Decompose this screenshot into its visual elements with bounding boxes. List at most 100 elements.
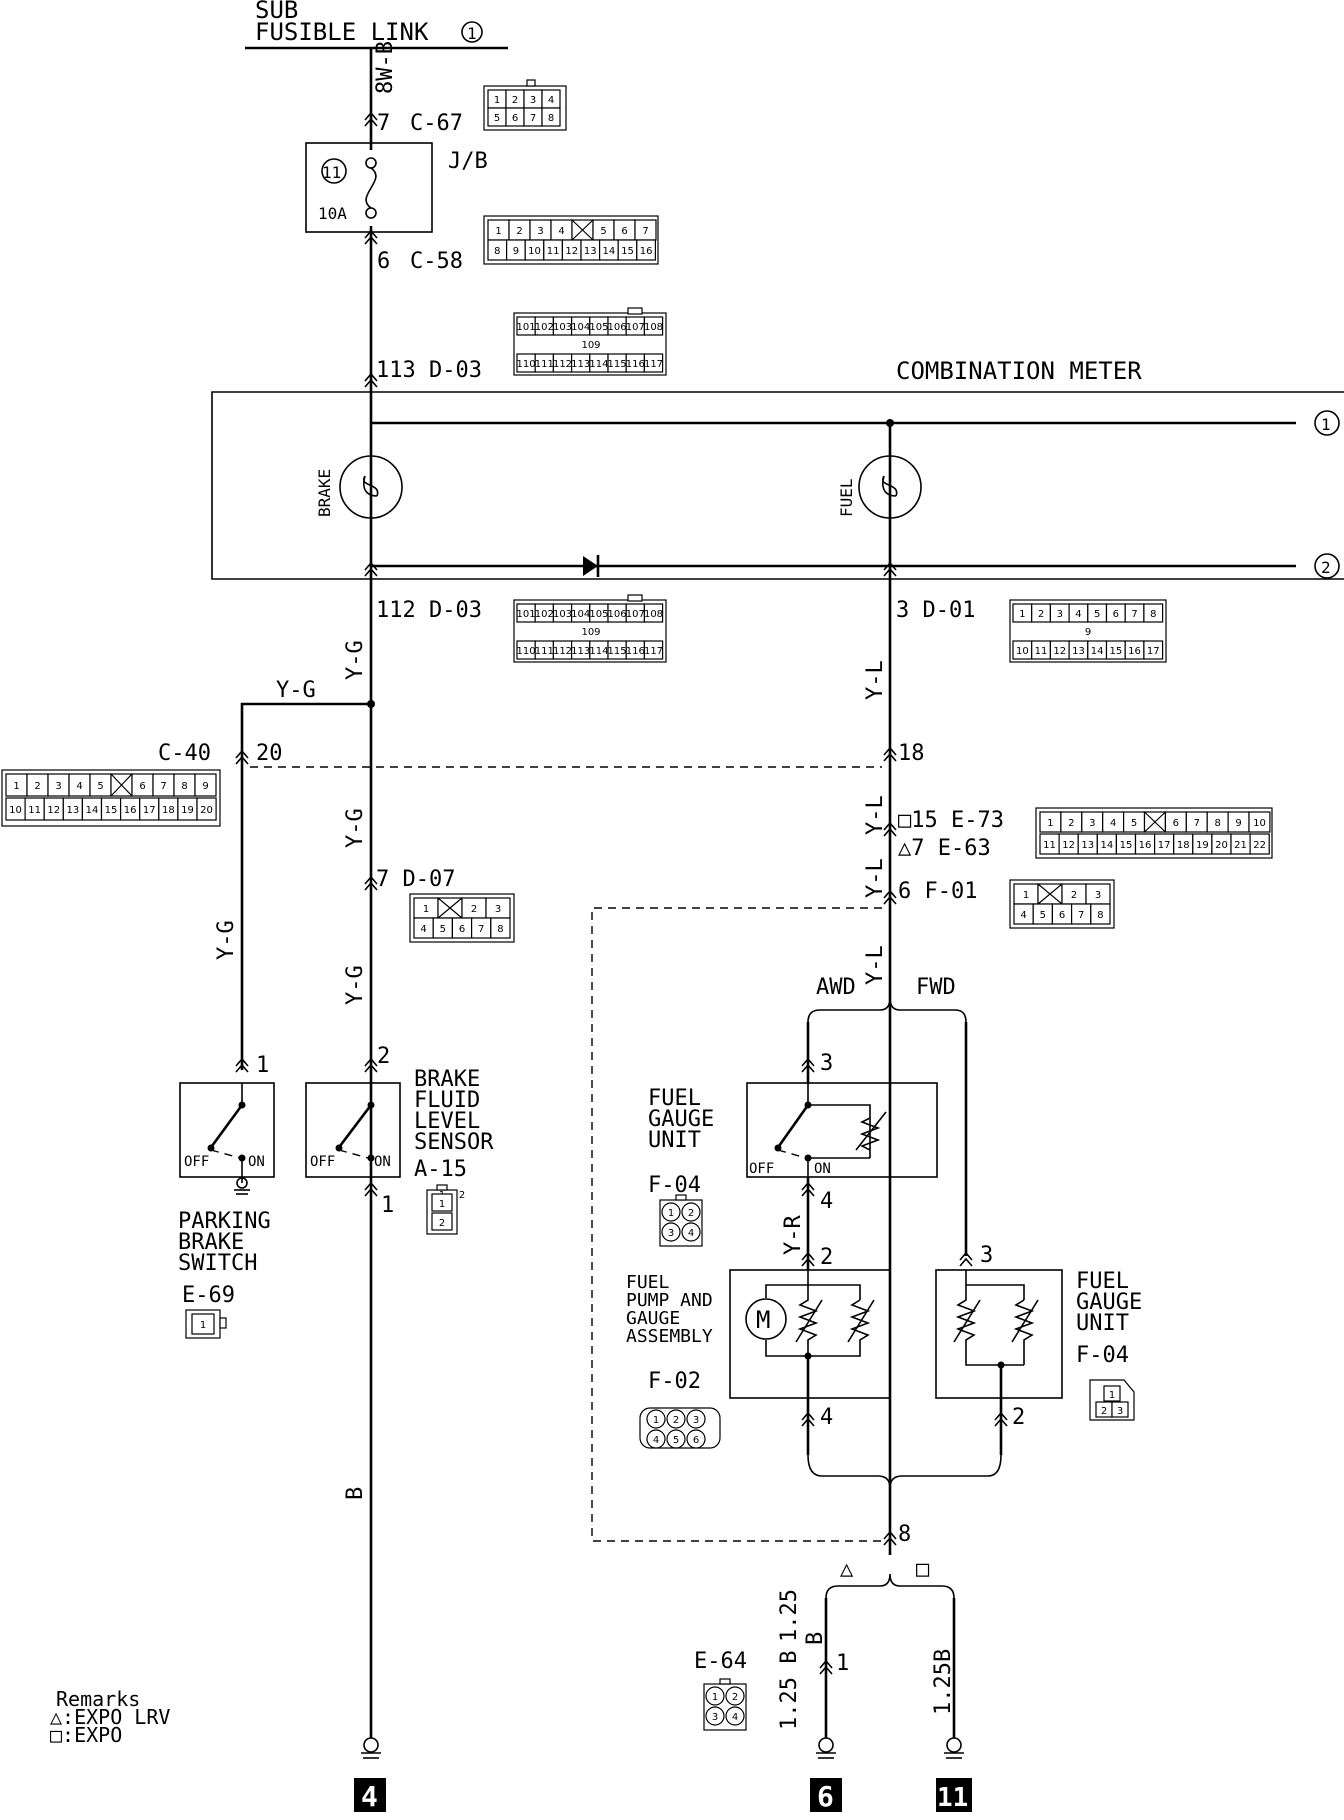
connector-chevron-icon [801,1251,815,1267]
connector-pin-number: 9 [1235,818,1241,829]
ground-11-badge [936,1778,972,1812]
ref1: 1 [1321,415,1331,434]
connector-pin-cell [194,773,217,797]
connector-pin-number: 6 [459,924,465,935]
fp-internal-3 [765,1340,808,1357]
connector-chevron-icon [801,1181,815,1197]
fp-line4: ASSEMBLY [626,1326,713,1347]
connector-pin-cell [1111,1401,1129,1418]
connector-chevron-icon [883,821,897,837]
fp-internal-2 [808,1284,861,1300]
connector-pin-number: 5 [1131,818,1137,829]
connector-pin-number: 12 [47,805,60,816]
connector-pin-number: 14 [1100,840,1113,851]
fg-off: OFF [749,1161,774,1177]
connector-pin-number: 8 [1214,818,1220,829]
fg-pin4: 4 [820,1189,833,1214]
connector-pin-number: 4 [1075,609,1081,620]
pin-8: 8 [898,1522,911,1547]
connector-pin-number: 14 [1091,646,1104,657]
fg2-line3: UNIT [1076,1311,1129,1336]
connector-pin-number: 4 [420,924,426,935]
connector-pin-number: 22 [1253,840,1266,851]
connector-chevron-icon [994,1411,1008,1427]
connector-pin-cell [1249,833,1270,855]
connector-pin-number: 112 [553,646,572,657]
connector-pin-number: 3 [55,781,61,792]
connector-pin-number: 105 [589,322,608,333]
connector-pin-number: 12 [1053,646,1066,657]
remarks-title: Remarks [56,1687,140,1711]
fuel-gauge-unit-awd [746,1082,938,1178]
connector-chevron-icon [235,749,249,765]
connector-pin-number: 15 [621,246,634,257]
wire-yl-label-3: Y-L [863,858,888,898]
wire-125b-label-c: 1.25 B [777,1651,802,1730]
connector-pin-number: 8 [494,246,500,257]
connector-pin-number: 3 [1057,609,1063,620]
connector-pin-number: 8 [1097,910,1103,921]
connector-pin-number: 110 [517,359,536,370]
connector-pin-number: 10 [9,805,22,816]
fg-line2: GAUGE [648,1107,714,1132]
bf-line2: FLUID [414,1088,480,1113]
connector-pin-number: 2 [516,226,522,237]
connector-pin-number: 103 [553,609,572,620]
connector-pin-number: 1 [439,1199,445,1210]
ref2-circle-icon [1314,553,1340,579]
connector-pin-cell [643,603,664,623]
connector-pin-number: 103 [553,322,572,333]
connector-blank-cell-icon [1037,883,1063,905]
fp-line3: GAUGE [626,1308,680,1329]
c58-pin: 6 [377,249,390,274]
c58-label: C-58 [410,249,463,274]
connector-pin-number: 101 [517,609,536,620]
d03-bottom-label: 112 D-03 [376,598,482,623]
connector-pin-number: 11 [1035,646,1048,657]
connector-pin-number: 112 [553,359,572,370]
connector-pin-cell [725,1706,745,1726]
wire-yl-label-1: Y-L [863,660,888,700]
connector-pin-number: 16 [640,246,653,257]
connector-pin-number: 7 [478,924,484,935]
connector-pin-cell [646,1429,666,1449]
connector-pin-number: 104 [571,609,590,620]
connector-pin-cell [646,1409,666,1429]
bf-conn: A-15 [414,1157,467,1182]
fg-pivot [774,1144,782,1152]
connector-pin-cell [681,1202,701,1222]
brake-lamp-label: BRAKE [315,469,334,517]
connector-pin-number: 4 [548,95,554,106]
connector-pin-number: 102 [535,609,554,620]
connector-chevron-icon [364,229,378,245]
wire-yg-label-4: Y-G [214,920,239,960]
junction-block [305,142,433,233]
connector-pin-cell [661,1222,681,1242]
jb-label: J/B [448,149,488,174]
pb-pin: 1 [256,1053,269,1078]
connector-pin-number: 3 [1117,1406,1123,1417]
connector-pin-number: 3 [668,1228,674,1239]
connector-pin-number: 2 [439,1218,445,1229]
parking-conn: E-69 [182,1283,235,1308]
fg2-rheostat-1-icon [955,1285,1024,1366]
ground-11-number: 11 [937,1783,968,1813]
connector-pin-number: 1 [494,95,500,106]
connector-pin-number: 13 [1081,840,1094,851]
parking-brake-switch [179,1082,275,1178]
fg-switch-arm-icon [777,1104,810,1147]
fg-dashed [777,1149,807,1159]
connector-pin-number: 3 [495,904,501,915]
fuel-gauge-icon [858,455,922,519]
connector-pin-cell [1143,640,1164,660]
connector-pin-number: 115 [608,359,627,370]
connector-pin-cell [1143,603,1164,623]
connector-pin-number: 18 [1177,840,1190,851]
connector-pin-number: 6 [1113,609,1119,620]
brake-fluid-sensor [305,1082,401,1178]
connector-pin-number: 7 [160,781,166,792]
connector-pin-number: 16 [1128,646,1141,657]
fg-on: ON [814,1161,831,1177]
connector-pin-number: 10 [528,246,541,257]
connector-pin-cell [686,1429,706,1449]
